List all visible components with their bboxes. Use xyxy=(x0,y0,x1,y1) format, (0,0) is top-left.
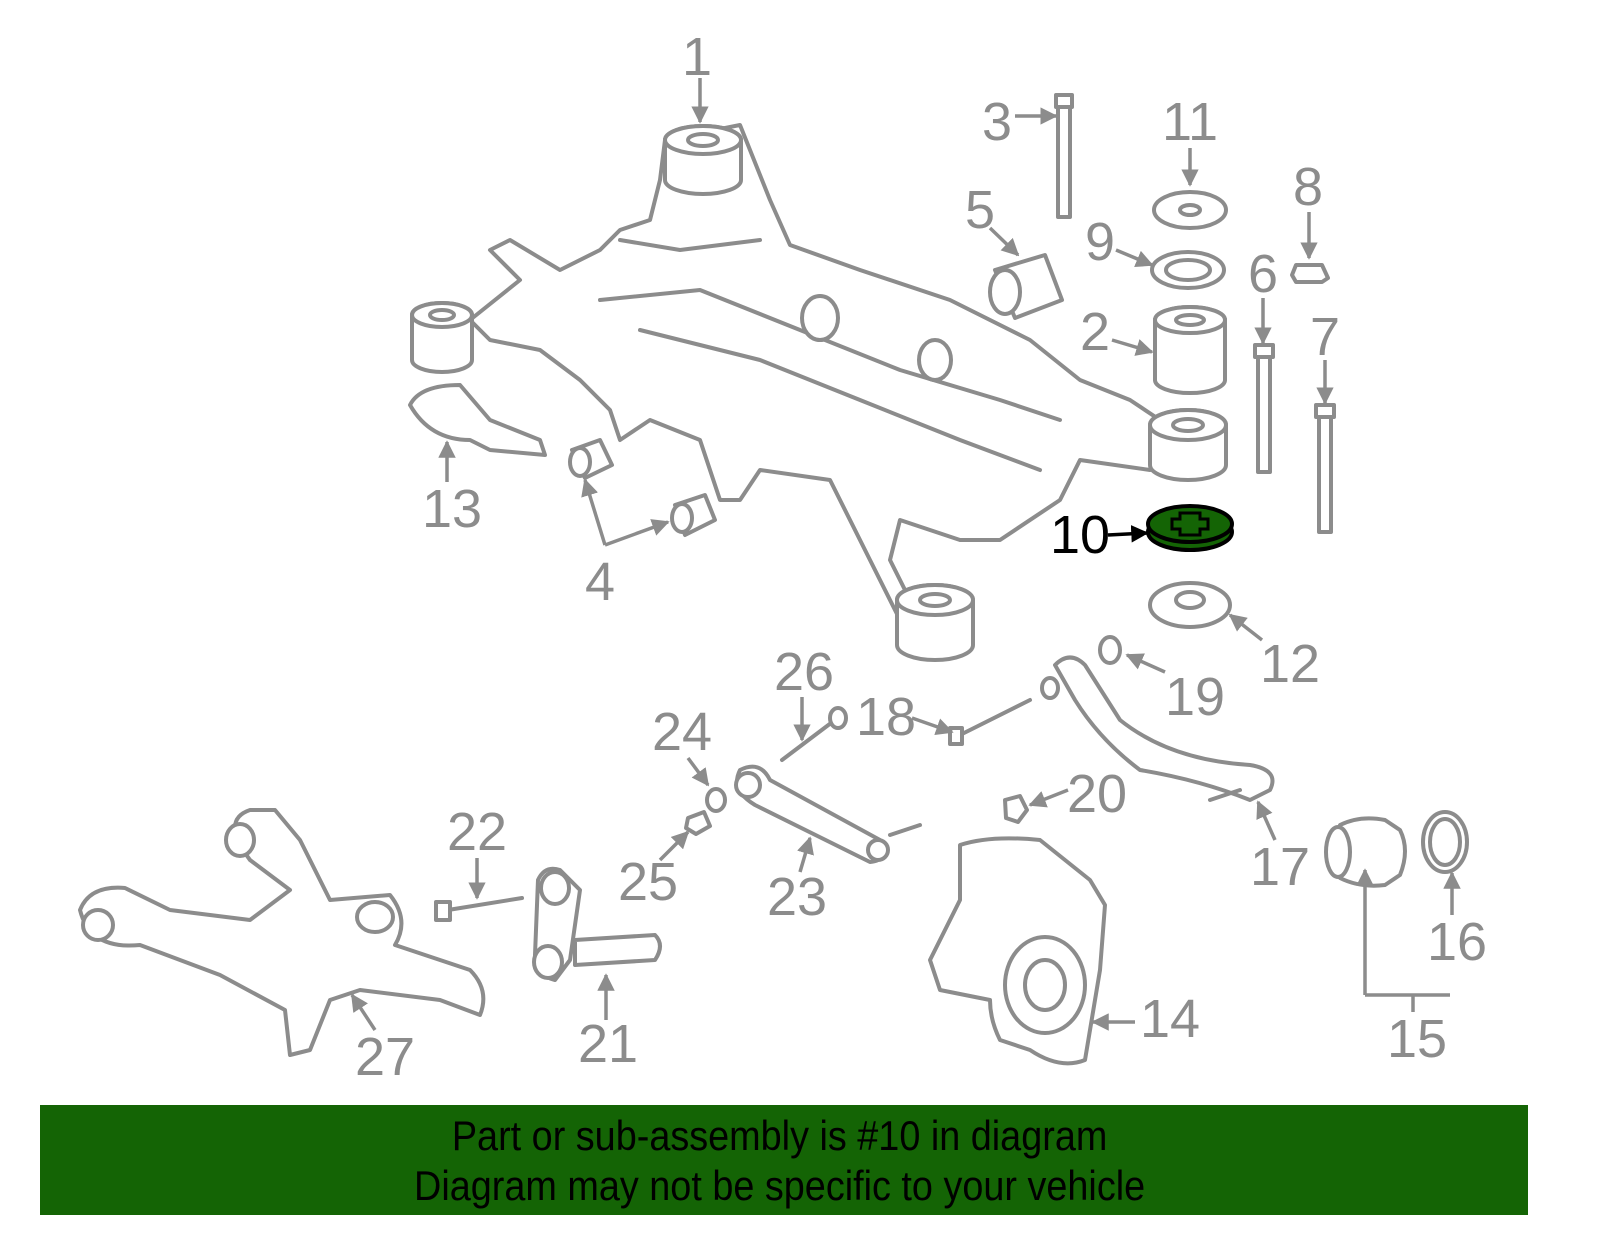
bolt-part-6[interactable] xyxy=(1253,343,1275,474)
bolt-part-18[interactable] xyxy=(948,698,1032,746)
callout-26: 26 xyxy=(774,642,834,702)
callout-7: 7 xyxy=(1310,307,1340,367)
callout-27: 27 xyxy=(355,1027,415,1087)
callout-4: 4 xyxy=(585,552,615,612)
link-part-23[interactable] xyxy=(734,764,922,864)
callout-14: 14 xyxy=(1140,989,1200,1049)
link-part-21[interactable] xyxy=(532,866,662,982)
callout-8: 8 xyxy=(1293,157,1323,217)
control-arm-part-17[interactable] xyxy=(1040,655,1275,802)
seat-part-12[interactable] xyxy=(1148,581,1232,629)
washer-part-24[interactable] xyxy=(705,787,727,813)
bolt-part-3[interactable] xyxy=(1054,93,1074,219)
bracket-part-13[interactable] xyxy=(408,383,547,457)
callout-3: 3 xyxy=(982,92,1012,152)
callout-labels: 1 2 3 4 5 6 7 8 9 10 11 12 13 14 15 16 1… xyxy=(355,27,1487,1087)
callout-19: 19 xyxy=(1165,667,1225,727)
callout-20: 20 xyxy=(1067,764,1127,824)
highlighted-part-10[interactable] xyxy=(1146,504,1234,552)
bushing-part-4[interactable] xyxy=(568,438,717,537)
knuckle-part-14[interactable] xyxy=(928,836,1107,1066)
callout-17: 17 xyxy=(1250,837,1310,897)
bushing-part-5[interactable] xyxy=(988,253,1064,320)
callout-10: 10 xyxy=(1050,505,1110,565)
ring-part-16[interactable] xyxy=(1421,810,1469,874)
banner-line-2: Diagram may not be specific to your vehi… xyxy=(414,1162,1146,1209)
callout-15: 15 xyxy=(1387,1009,1447,1069)
mount-part-2[interactable] xyxy=(1153,305,1227,395)
callout-2: 2 xyxy=(1080,302,1110,362)
part-info-banner: Part or sub-assembly is #10 in diagram D… xyxy=(40,1105,1528,1215)
callout-23: 23 xyxy=(767,867,827,927)
bolt-part-22[interactable] xyxy=(434,896,524,922)
bolt-part-26[interactable] xyxy=(780,706,848,762)
banner-line-1: Part or sub-assembly is #10 in diagram xyxy=(451,1112,1108,1159)
callout-22: 22 xyxy=(447,802,507,862)
callout-18: 18 xyxy=(856,687,916,747)
callout-1: 1 xyxy=(682,27,712,87)
callout-25: 25 xyxy=(618,852,678,912)
callout-6: 6 xyxy=(1248,244,1278,304)
carrier-part-27[interactable] xyxy=(78,808,486,1057)
callout-12: 12 xyxy=(1260,634,1320,694)
callout-5: 5 xyxy=(965,180,995,240)
callout-16: 16 xyxy=(1427,912,1487,972)
nut-part-19[interactable] xyxy=(1098,635,1122,665)
leader-lines xyxy=(350,78,1461,1031)
washer-part-9[interactable] xyxy=(1150,250,1226,290)
callout-13: 13 xyxy=(422,479,482,539)
callout-24: 24 xyxy=(652,702,712,762)
nut-part-8[interactable] xyxy=(1290,263,1330,284)
callout-11: 11 xyxy=(1162,92,1218,152)
callout-21: 21 xyxy=(578,1014,638,1074)
bolt-part-7[interactable] xyxy=(1314,403,1336,534)
subframe-part-1[interactable] xyxy=(410,123,1228,662)
nut-part-20[interactable] xyxy=(1003,794,1029,824)
nut-part-25[interactable] xyxy=(684,810,712,836)
washer-part-11[interactable] xyxy=(1152,190,1228,230)
callout-9: 9 xyxy=(1085,212,1115,272)
